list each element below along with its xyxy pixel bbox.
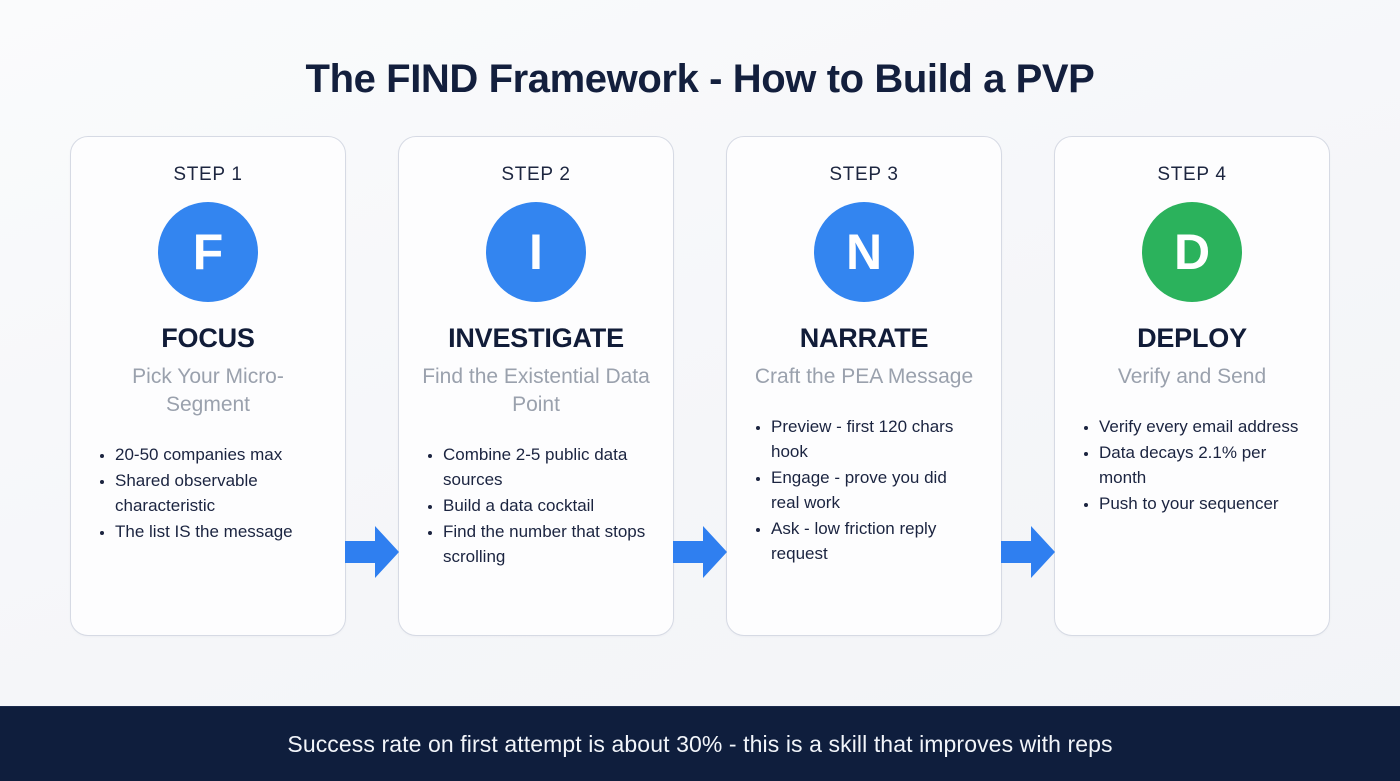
step-title: INVESTIGATE (448, 323, 624, 353)
list-item: Build a data cocktail (443, 494, 651, 519)
list-item: Ask - low friction reply request (771, 517, 979, 567)
list-item: Find the number that stops scrolling (443, 520, 651, 570)
steps-row: STEP 1 F FOCUS Pick Your Micro-Segment 20-50… (70, 136, 1330, 636)
step-card-1[interactable]: STEP 1 F FOCUS Pick Your Micro-Segment 20-50… (70, 136, 346, 636)
step-card-2[interactable]: STEP 2 I INVESTIGATE Find the Existential D… (398, 136, 674, 636)
step-bullet-list: 20-50 companies maxShared observable cha… (93, 443, 323, 546)
step-title: NARRATE (799, 323, 929, 353)
step-subtitle: Pick Your Micro-Segment (132, 364, 284, 417)
step-bullet-list: Preview - first 120 chars hookEngage - p… (749, 415, 979, 568)
step-number-label: STEP 3 (829, 164, 899, 185)
step-letter-badge: D (1142, 202, 1242, 302)
step-bullet-list: Verify every email addressData decays 2.… (1077, 415, 1307, 518)
step-subtitle: Find the Existential Data Point (422, 364, 650, 417)
footer-banner: Success rate on first attempt is about 3… (0, 706, 1400, 781)
list-item: Combine 2-5 public data sources (443, 443, 651, 493)
list-item: Push to your sequencer (1099, 492, 1307, 517)
page-title: The FIND Framework - How to Build a PVP (305, 57, 1095, 101)
list-item: The list IS the message (115, 520, 323, 545)
step-letter-badge: I (486, 202, 586, 302)
step-number-label: STEP 2 (501, 164, 571, 185)
list-item: Data decays 2.1% per month (1099, 441, 1307, 491)
step-number-label: STEP 1 (173, 164, 243, 185)
list-item: Engage - prove you did real work (771, 466, 979, 516)
footer-note: Success rate on first attempt is about 3… (287, 730, 1113, 757)
step-card-3[interactable]: STEP 3 N NARRATE Craft the PEA MessagePrevi… (726, 136, 1002, 636)
step-letter-badge: F (158, 202, 258, 302)
step-bullet-list: Combine 2-5 public data sourcesBuild a d… (421, 443, 651, 571)
step-title: DEPLOY (1137, 323, 1247, 353)
step-subtitle: Verify and Send (1117, 364, 1267, 388)
step-title: FOCUS (161, 323, 255, 353)
steps-area: STEP 1 F FOCUS Pick Your Micro-Segment 20-50… (0, 136, 1400, 638)
step-letter-badge: N (814, 202, 914, 302)
step-number-label: STEP 4 (1157, 164, 1227, 185)
list-item: Preview - first 120 chars hook (771, 415, 979, 465)
step-subtitle: Craft the PEA Message (754, 364, 974, 388)
list-item: 20-50 companies max (115, 443, 323, 468)
step-card-4[interactable]: STEP 4 D DEPLOY Verify and SendVerify every… (1054, 136, 1330, 636)
list-item: Verify every email address (1099, 415, 1307, 440)
list-item: Shared observable characteristic (115, 469, 323, 519)
